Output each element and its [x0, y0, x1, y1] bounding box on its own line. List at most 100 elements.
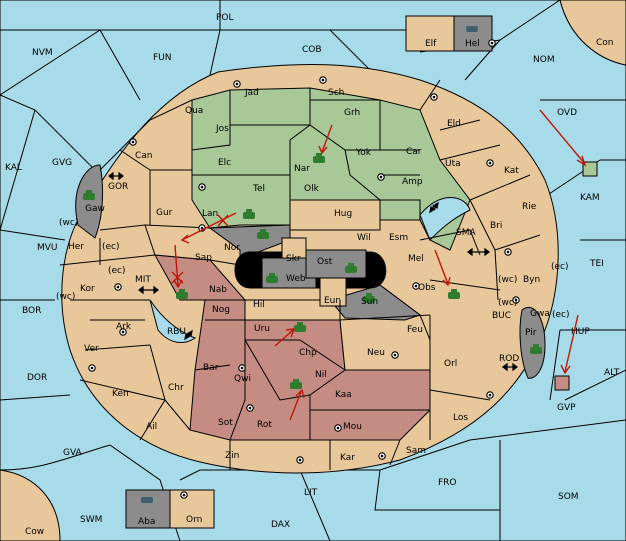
unit-army-ost[interactable]: [345, 263, 357, 273]
province-Pir[interactable]: [519, 307, 546, 379]
label-RBU: RBU: [167, 327, 186, 337]
units: [83, 26, 542, 503]
province-Hel[interactable]: [453, 15, 493, 52]
label-ec-byn: (ec): [551, 262, 569, 272]
label-Skr: Skr: [286, 254, 301, 264]
label-wc-her: (wc): [59, 218, 78, 228]
label-wc-byn: (wc): [498, 275, 517, 285]
unit-army-nab[interactable]: [176, 289, 188, 299]
label-Uta: Uta: [445, 159, 461, 169]
label-COB: COB: [302, 45, 322, 55]
label-POL: POL: [216, 13, 234, 23]
label-HUP: HUP: [571, 327, 590, 337]
label-ec-gwa: (ec): [552, 310, 570, 320]
label-Eun: Eun: [324, 296, 341, 306]
label-MIT: MIT: [135, 275, 151, 285]
label-FUN: FUN: [153, 53, 172, 63]
label-Car: Car: [406, 147, 422, 157]
label-Ost: Ost: [317, 257, 333, 267]
province-Ost[interactable]: [305, 249, 367, 279]
unit-army-nil[interactable]: [290, 379, 302, 389]
sea-RBU-channel: [149, 299, 197, 343]
label-Bri: Bri: [490, 221, 502, 231]
unit-army-pir[interactable]: [530, 344, 542, 354]
label-Orl: Orl: [444, 359, 457, 369]
label-Rot: Rot: [257, 420, 272, 430]
unit-army-nar[interactable]: [313, 153, 325, 163]
label-Gwa: Gwa: [530, 309, 550, 319]
label-Sot: Sot: [218, 418, 233, 428]
province-Aba[interactable]: [125, 489, 171, 529]
label-Los: Los: [453, 413, 468, 423]
label-NVM: NVM: [32, 48, 53, 58]
unit-army-lan[interactable]: [243, 209, 255, 219]
labels: POL NVM FUN COB NOM Con Elf Hel OVD KAL …: [5, 13, 620, 537]
label-Nab: Nab: [209, 285, 227, 295]
unit-fleet-aba[interactable]: [141, 497, 153, 503]
coast-arrows: [108, 171, 518, 372]
label-Web: Web: [286, 274, 306, 284]
label-Ark: Ark: [116, 322, 132, 332]
label-FRO: FRO: [438, 478, 457, 488]
label-Con: Con: [596, 38, 614, 48]
label-SMA: SMA: [456, 228, 476, 238]
label-Chp: Chp: [299, 348, 317, 358]
label-Jos: Jos: [215, 124, 229, 134]
unit-army-nor[interactable]: [257, 229, 269, 239]
label-Lan: Lan: [202, 209, 218, 219]
label-ec-her: (ec): [102, 242, 120, 252]
label-Mel: Mel: [408, 254, 424, 264]
label-Sun: Sun: [361, 297, 378, 307]
label-Byn: Byn: [523, 275, 540, 285]
province-Eun[interactable]: [319, 277, 347, 307]
label-Kaa: Kaa: [335, 390, 352, 400]
label-ec-kor: (ec): [108, 266, 126, 276]
label-LIT: LIT: [304, 488, 318, 498]
label-OVD: OVD: [557, 108, 577, 118]
unit-army-web[interactable]: [266, 273, 278, 283]
label-Elc: Elc: [218, 158, 231, 168]
label-Nil: Nil: [315, 370, 327, 380]
province-KAM-island: [582, 161, 598, 177]
province-GVP-island: [554, 375, 570, 391]
label-Her: Her: [68, 242, 84, 252]
province-Hug-Wil: [289, 199, 381, 231]
label-Hel: Hel: [465, 39, 480, 49]
label-Feu: Feu: [407, 325, 423, 335]
label-Eld: Eld: [447, 119, 461, 129]
label-Olk: Olk: [304, 184, 320, 194]
label-Hil: Hil: [253, 300, 265, 310]
province-Orn[interactable]: [169, 489, 215, 529]
label-GVA: GVA: [63, 448, 83, 458]
label-SWM: SWM: [80, 515, 102, 525]
label-Kat: Kat: [504, 166, 519, 176]
label-Wil: Wil: [357, 233, 371, 243]
label-Nog: Nog: [212, 305, 230, 315]
label-TEI: TEI: [589, 259, 604, 269]
unit-army-obs[interactable]: [448, 289, 460, 299]
label-wc-kor: (wc): [56, 292, 75, 302]
label-DAX: DAX: [271, 520, 290, 530]
label-BUC: BUC: [492, 311, 511, 321]
unit-army-uru[interactable]: [294, 322, 306, 332]
label-Mou: Mou: [343, 422, 362, 432]
unit-army-gaw[interactable]: [83, 190, 95, 200]
label-Obs: Obs: [418, 283, 436, 293]
label-Elf: Elf: [425, 39, 437, 49]
label-Orn: Orn: [186, 515, 202, 525]
label-KAL: KAL: [5, 163, 22, 173]
label-Kor: Kor: [80, 284, 95, 294]
unit-army-sun[interactable]: [363, 293, 375, 303]
unit-fleet-hel[interactable]: [466, 26, 478, 32]
label-Amp: Amp: [402, 177, 423, 187]
label-Nar: Nar: [294, 164, 310, 174]
label-DOR: DOR: [27, 373, 47, 383]
province-Gaw[interactable]: [75, 164, 104, 239]
province-Elf[interactable]: [405, 15, 455, 52]
label-Qwi: Qwi: [234, 374, 251, 384]
label-Sch: Sch: [328, 88, 344, 98]
label-Ail: Ail: [146, 422, 157, 432]
label-Tel: Tel: [252, 184, 265, 194]
label-ROD: ROD: [499, 354, 519, 364]
